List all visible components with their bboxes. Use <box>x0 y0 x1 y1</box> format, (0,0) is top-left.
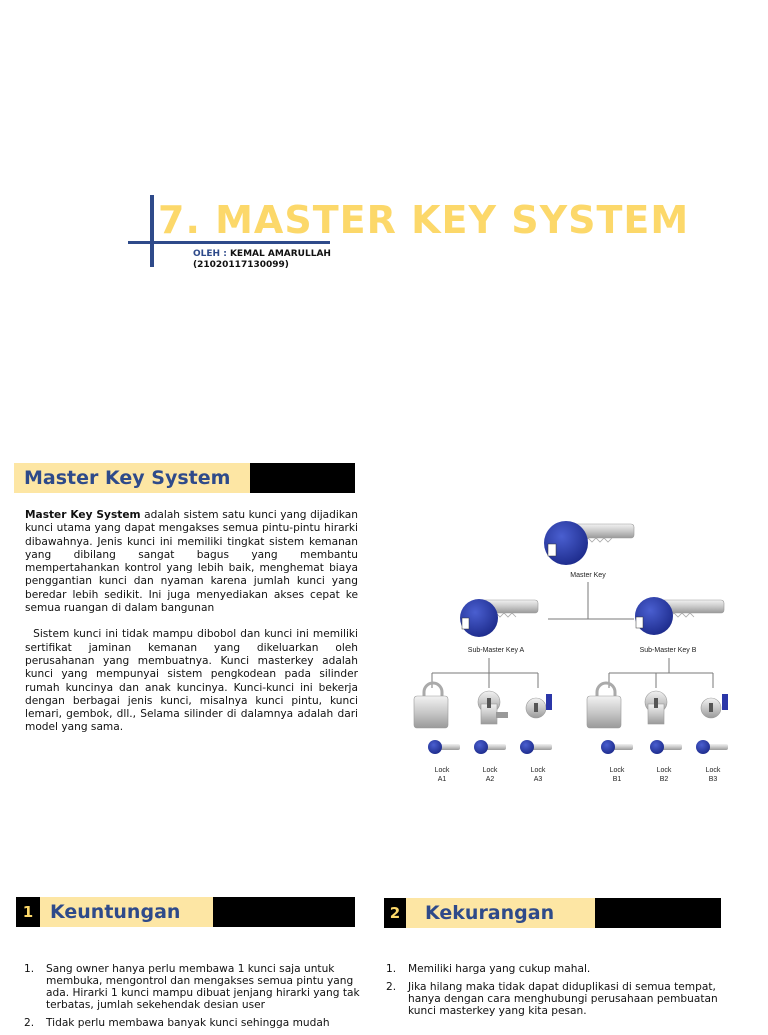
title-accent-vertical-line <box>150 195 154 267</box>
author-name: KEMAL AMARULLAH <box>229 249 331 259</box>
list-number: 1. <box>386 963 397 975</box>
paragraph-1-text: adalah sistem satu kunci yang dijadikan … <box>25 509 359 615</box>
lock-a2-label-line1: Lock <box>483 767 498 774</box>
key-icon <box>474 740 506 754</box>
key-icon <box>696 740 728 754</box>
cam-lock-icon <box>700 694 728 719</box>
title-accent-horizontal-line <box>128 241 330 244</box>
section-header-master-key: Master Key System <box>14 463 355 493</box>
lock-labels: Lock A1 Lock A2 Lock A3 Lock B1 Lock B2 … <box>435 767 721 783</box>
padlock-icon <box>586 681 622 729</box>
lock-b1-label-line2: B1 <box>613 776 622 783</box>
key-icon <box>520 740 552 754</box>
lock-a3-label-line2: A3 <box>534 776 543 783</box>
kekurangan-list: 1. Memiliki harga yang cukup mahal. 2. Jik… <box>386 963 726 1023</box>
section-header-kekurangan: 2 Kekurangan <box>384 898 721 928</box>
list-text: Sang owner hanya perlu membawa 1 kunci s… <box>46 963 360 1011</box>
lock-b2-label-line2: B2 <box>660 776 669 783</box>
master-key-description: Master Key System adalah sistem satu kun… <box>25 509 358 735</box>
page-title: 7. MASTER KEY SYSTEM <box>158 198 690 242</box>
list-item: 2. Jika hilang maka tidak dapat diduplika… <box>386 981 726 1017</box>
description-paragraph-2: Sistem kunci ini tidak mampu dibobol dan… <box>25 628 358 734</box>
lock-b2-label-line1: Lock <box>657 767 672 774</box>
lock-a1-label-line1: Lock <box>435 767 450 774</box>
lock-a3-label-line1: Lock <box>531 767 546 774</box>
sub-master-a-label: Sub-Master Key A <box>468 647 525 654</box>
paragraph-2-text: Sistem kunci ini tidak mampu dibobol dan… <box>25 628 358 734</box>
euro-cylinder-icon <box>644 690 668 725</box>
student-id: (21020117130099) <box>193 260 289 270</box>
section-number: 1 <box>16 897 40 927</box>
list-number: 2. <box>386 981 397 993</box>
small-key-icons <box>428 740 728 754</box>
list-item: 1. Memiliki harga yang cukup mahal. <box>386 963 726 975</box>
master-key-hierarchy-diagram: Master Key Sub-Master Key A Sub-Master K… <box>404 500 740 800</box>
section-header-label: Keuntungan <box>40 897 213 927</box>
lock-a2-label-line2: A2 <box>486 776 495 783</box>
term-master-key-system: Master Key System <box>25 509 141 521</box>
hierarchy-diagram-svg: Master Key Sub-Master Key A Sub-Master K… <box>413 521 728 783</box>
key-icon <box>650 740 682 754</box>
euro-cylinder-icon <box>477 690 508 725</box>
list-text: Jika hilang maka tidak dapat diduplikasi… <box>408 981 718 1017</box>
lock-b3-label-line2: B3 <box>709 776 718 783</box>
section-number: 2 <box>384 898 406 928</box>
section-header-keuntungan: 1 Keuntungan <box>16 897 355 927</box>
sub-master-b-label: Sub-Master Key B <box>640 647 697 654</box>
by-label: OLEH : <box>193 249 227 259</box>
key-icon <box>428 740 460 754</box>
sub-master-key-a-icon <box>460 599 539 637</box>
sub-master-key-b-icon <box>635 597 725 635</box>
description-paragraph-1: Master Key System adalah sistem satu kun… <box>25 509 358 615</box>
master-key-icon <box>544 521 635 565</box>
author-byline: OLEH : KEMAL AMARULLAH (21020117130099) <box>193 249 331 271</box>
master-key-label: Master Key <box>570 572 606 579</box>
list-text: Tidak perlu membawa banyak kunci sehingg… <box>46 1017 330 1029</box>
keuntungan-list: 1. Sang owner hanya perlu membawa 1 kunci… <box>24 963 360 1035</box>
list-item: 2. Tidak perlu membawa banyak kunci sehin… <box>24 1017 360 1029</box>
padlock-icon <box>413 681 449 729</box>
list-number: 2. <box>24 1017 35 1029</box>
section-header-label: Master Key System <box>14 463 250 493</box>
lock-a1-label-line2: A1 <box>438 776 447 783</box>
key-icon <box>601 740 633 754</box>
section-header-label: Kekurangan <box>406 898 595 928</box>
list-number: 1. <box>24 963 35 975</box>
connector-lines <box>431 582 714 688</box>
list-text: Memiliki harga yang cukup mahal. <box>408 963 591 975</box>
lock-b3-label-line1: Lock <box>706 767 721 774</box>
lock-b1-label-line1: Lock <box>610 767 625 774</box>
list-item: 1. Sang owner hanya perlu membawa 1 kunci… <box>24 963 360 1011</box>
cam-lock-icon <box>525 694 552 719</box>
